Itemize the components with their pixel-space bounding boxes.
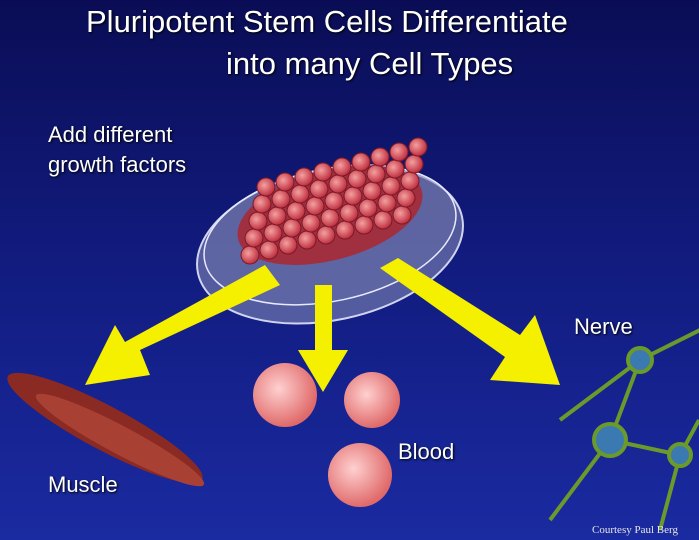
stem-cell	[259, 240, 279, 260]
stem-cell	[256, 177, 276, 197]
yellow-arrows	[85, 258, 560, 392]
label-muscle: Muscle	[48, 472, 118, 497]
stem-cell	[313, 162, 333, 182]
stem-cell	[248, 211, 268, 231]
stem-cell	[328, 174, 348, 194]
stem-cell	[347, 169, 367, 189]
stem-cell	[389, 142, 409, 162]
arrow-to-nerve	[380, 258, 560, 385]
label-nerve: Nerve	[574, 314, 633, 339]
label-blood: Blood	[398, 439, 455, 464]
blood-cells	[253, 363, 400, 507]
stem-cell	[290, 184, 310, 204]
stem-cell	[309, 179, 329, 199]
stem-cell	[404, 154, 424, 174]
stem-cell	[301, 213, 321, 233]
stem-cell	[392, 205, 412, 225]
stem-cell	[354, 215, 374, 235]
nerve-cells	[548, 328, 699, 531]
instruction-line-2: growth factors	[48, 152, 187, 177]
stem-cell	[316, 225, 336, 245]
stem-cell	[305, 196, 325, 216]
stem-cell	[263, 223, 283, 243]
stem-cell	[267, 206, 287, 226]
stem-cell	[275, 172, 295, 192]
stem-cell	[332, 157, 352, 177]
stem-cell	[294, 167, 314, 187]
stem-cell	[320, 208, 340, 228]
stem-cell	[362, 181, 382, 201]
stem-cell	[324, 191, 344, 211]
stem-cell	[351, 152, 371, 172]
stem-cell	[408, 137, 428, 157]
stem-cell	[282, 218, 302, 238]
stem-cell	[343, 186, 363, 206]
title-line-2: into many Cell Types	[226, 46, 514, 81]
stem-cell	[385, 159, 405, 179]
stem-cell	[358, 198, 378, 218]
stem-cell	[335, 220, 355, 240]
stem-cell	[339, 203, 359, 223]
stem-cell	[377, 193, 397, 213]
stem-cell	[244, 228, 264, 248]
stem-cell-cluster	[237, 137, 428, 265]
stem-cell	[381, 176, 401, 196]
stem-cell	[396, 188, 416, 208]
title-line-1: Pluripotent Stem Cells Differentiate	[86, 4, 568, 39]
instruction-line-1: Add different	[48, 122, 173, 147]
stem-cell	[271, 189, 291, 209]
muscle-cells	[7, 372, 205, 487]
stem-cell	[252, 194, 272, 214]
stem-cell	[286, 201, 306, 221]
stem-cell	[400, 171, 420, 191]
arrow-to-blood	[298, 285, 348, 392]
stem-cell	[240, 245, 260, 265]
stem-cell	[370, 147, 390, 167]
stem-cell	[373, 210, 393, 230]
stem-cell	[297, 230, 317, 250]
stem-cell	[366, 164, 386, 184]
arrow-to-muscle	[85, 265, 280, 385]
stem-cell	[278, 235, 298, 255]
credit-text: Courtesy Paul Berg	[592, 524, 678, 536]
